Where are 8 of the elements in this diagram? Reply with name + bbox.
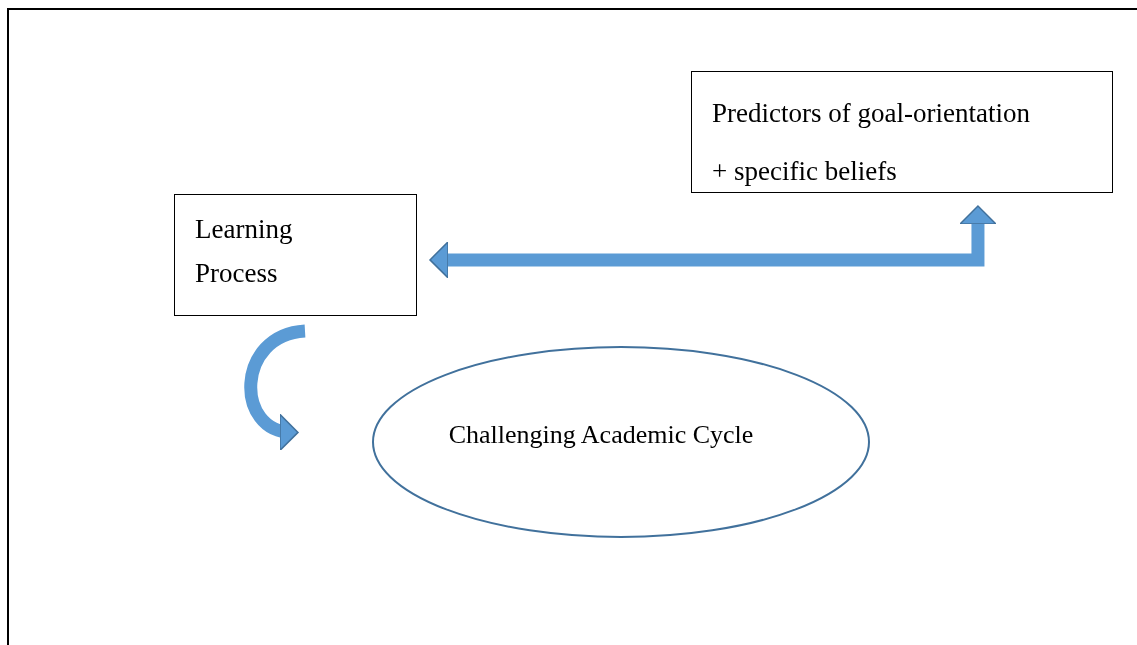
ellipse-node: [372, 346, 870, 538]
node-label: Challenging Academic Cycle: [448, 418, 754, 451]
node-label: + specific beliefs: [712, 155, 898, 188]
node-label: Learning Process: [195, 213, 294, 290]
process-box: [174, 194, 417, 316]
node-label: Predictors of goal-orientation: [712, 97, 1031, 130]
double-block-arrow: [429, 205, 997, 279]
process-box: [691, 71, 1113, 193]
